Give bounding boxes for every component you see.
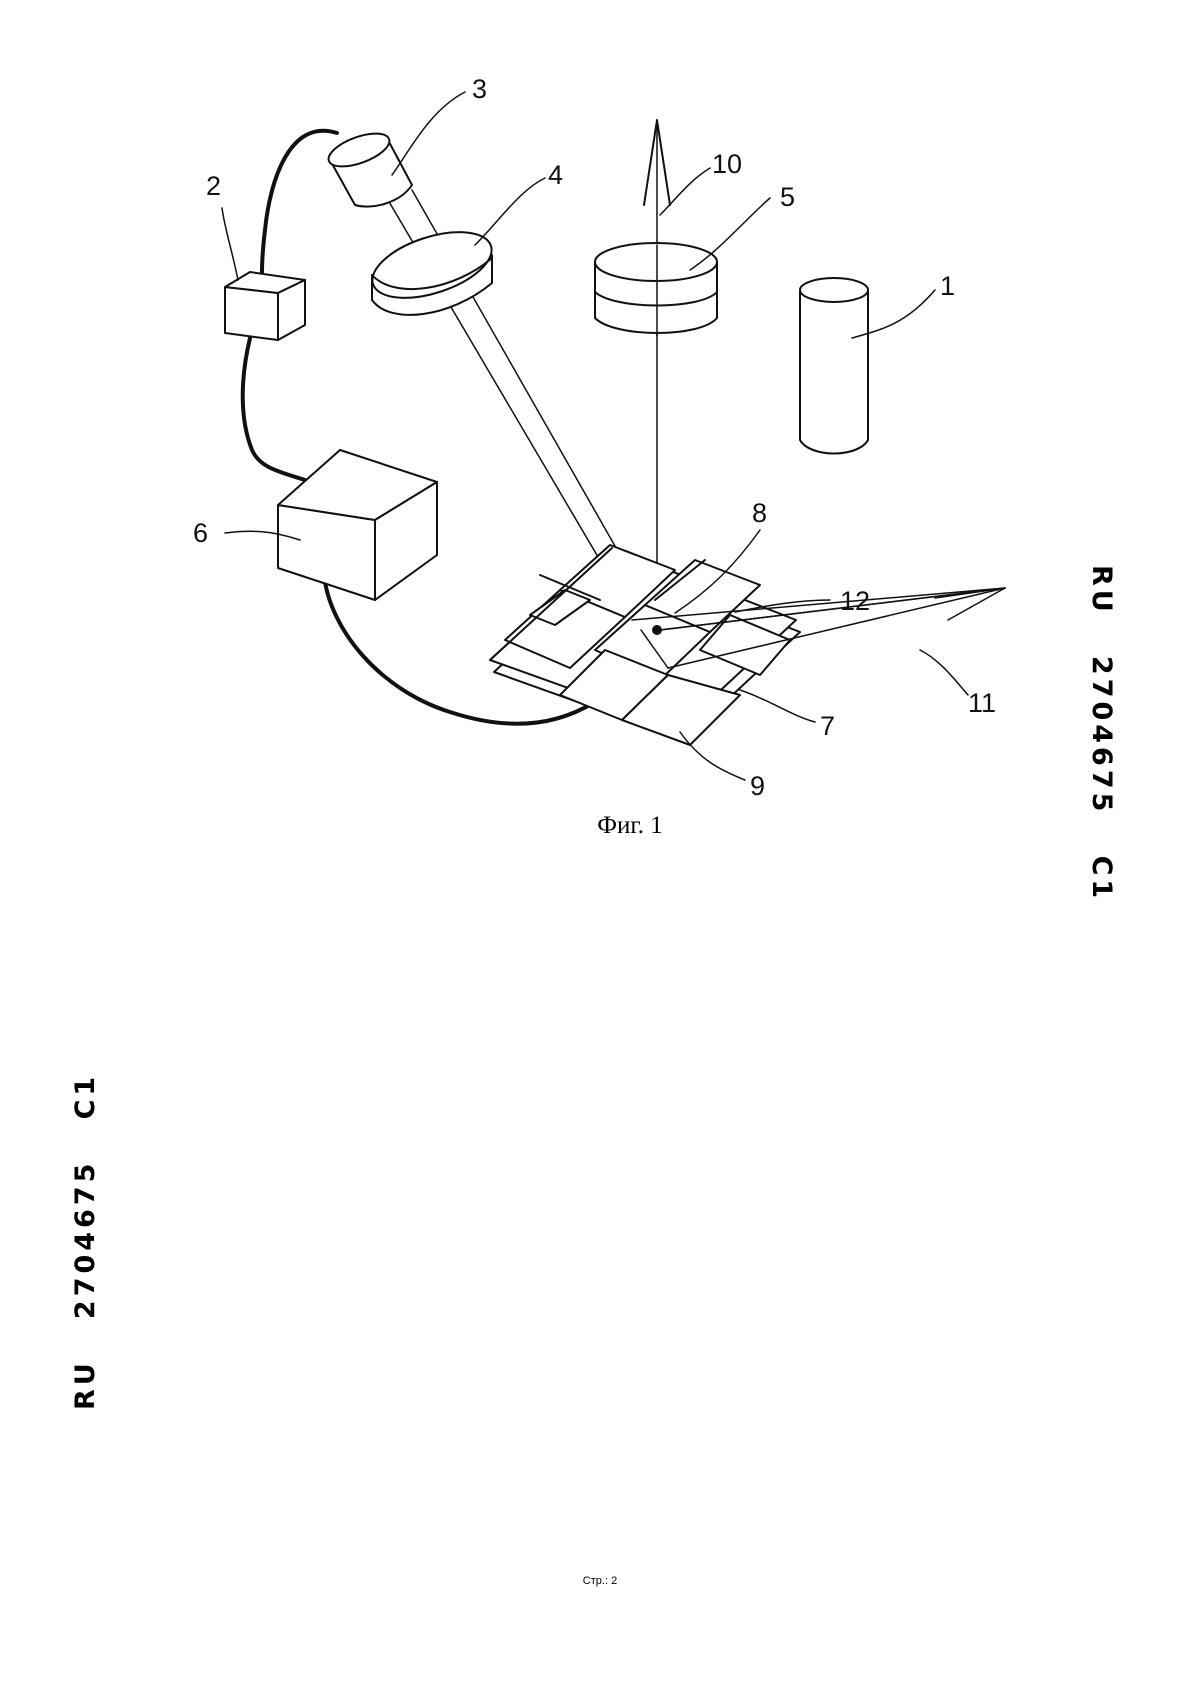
beam-to-panel (640, 629, 669, 669)
leader-4 (474, 177, 546, 246)
leader-5 (689, 197, 771, 271)
leader-11 (919, 649, 969, 696)
label-12: 12 (840, 586, 870, 616)
label-10: 10 (712, 149, 742, 179)
label-4: 4 (548, 160, 563, 190)
label-6: 6 (193, 518, 208, 548)
ray-12-upper (659, 587, 1006, 631)
leader-12 (734, 599, 831, 613)
block-2 (224, 271, 306, 341)
emitter-3 (327, 132, 413, 208)
panel-7 (489, 544, 801, 746)
lens-4 (371, 231, 493, 316)
leader-6 (224, 530, 301, 541)
cable-2-to-6 (240, 336, 307, 482)
cylinder-1 (799, 277, 869, 455)
arrow-head-11 (934, 587, 1006, 621)
label-3: 3 (472, 74, 487, 104)
leader-9 (679, 731, 746, 781)
label-11: 11 (968, 688, 996, 718)
label-7: 7 (820, 711, 835, 741)
lens-5 (594, 242, 718, 334)
label-8: 8 (752, 498, 767, 528)
point-8 (652, 625, 662, 635)
figure-caption: Фиг. 1 (597, 812, 663, 839)
ray-12-lower (667, 587, 1006, 669)
leader-2 (221, 207, 239, 281)
side-patent-code-right: RU 2704675 C1 (1086, 565, 1117, 903)
leader-3 (391, 91, 466, 176)
leader-7 (739, 689, 816, 723)
side-patent-code-left: RU 2704675 C1 (70, 1072, 101, 1410)
label-1: 1 (940, 271, 955, 301)
arrow-head-10 (643, 119, 671, 206)
page-number: Стр.: 2 (582, 1575, 618, 1587)
label-5: 5 (780, 182, 795, 212)
leader-8 (674, 529, 761, 614)
leader-10 (659, 167, 711, 216)
label-9: 9 (750, 771, 765, 801)
cable-3-to-2 (260, 128, 339, 274)
cable-6-to-panel (322, 573, 595, 726)
label-2: 2 (206, 171, 221, 201)
leader-1 (851, 289, 936, 339)
block-6 (277, 449, 438, 601)
ray-12-mid (631, 587, 1006, 621)
